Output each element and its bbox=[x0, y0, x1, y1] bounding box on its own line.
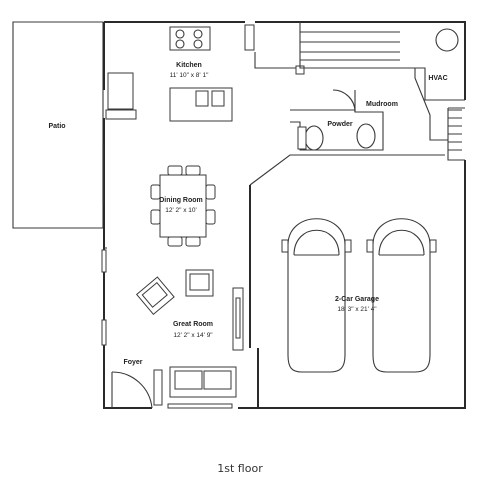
kitchen-label: Kitchen bbox=[176, 62, 202, 69]
hvac-label: HVAC bbox=[428, 75, 447, 82]
dining-dims: 12' 2" x 10' bbox=[165, 207, 197, 214]
sink-right bbox=[211, 90, 225, 107]
mudroom-label: Mudroom bbox=[366, 101, 398, 108]
foyer bbox=[111, 369, 163, 409]
interior-walls bbox=[101, 145, 445, 409]
counter-end bbox=[105, 109, 137, 120]
floor-caption: 1st floor bbox=[217, 462, 263, 475]
toilet bbox=[304, 125, 324, 151]
garage-label: 2-Car Garage bbox=[335, 296, 379, 303]
car-right bbox=[366, 218, 437, 373]
kitchen bbox=[105, 24, 305, 122]
dining-table bbox=[159, 174, 207, 238]
great-room bbox=[135, 269, 244, 398]
stove bbox=[169, 26, 211, 51]
great-room-label: Great Room bbox=[173, 321, 213, 328]
powder-sink bbox=[356, 123, 376, 149]
powder-label: Powder bbox=[327, 121, 353, 128]
counter bbox=[107, 72, 134, 110]
car-left bbox=[281, 218, 352, 373]
patio-label: Patio bbox=[48, 123, 65, 130]
sink-left bbox=[195, 90, 209, 107]
dining-label: Dining Room bbox=[159, 197, 203, 204]
garage-dims: 18' 3" x 21' 4" bbox=[337, 306, 377, 313]
great-room-dims: 12' 2" x 14' 9" bbox=[173, 332, 213, 339]
garage bbox=[281, 218, 437, 373]
exterior-walls bbox=[103, 21, 466, 409]
water-heater bbox=[435, 28, 459, 52]
kitchen-dims: 11' 10" x 8' 1" bbox=[170, 72, 209, 79]
foyer-label: Foyer bbox=[123, 359, 142, 366]
stairs bbox=[299, 22, 415, 69]
fridge bbox=[244, 24, 255, 51]
utility bbox=[290, 28, 465, 161]
dining-room bbox=[150, 165, 216, 247]
